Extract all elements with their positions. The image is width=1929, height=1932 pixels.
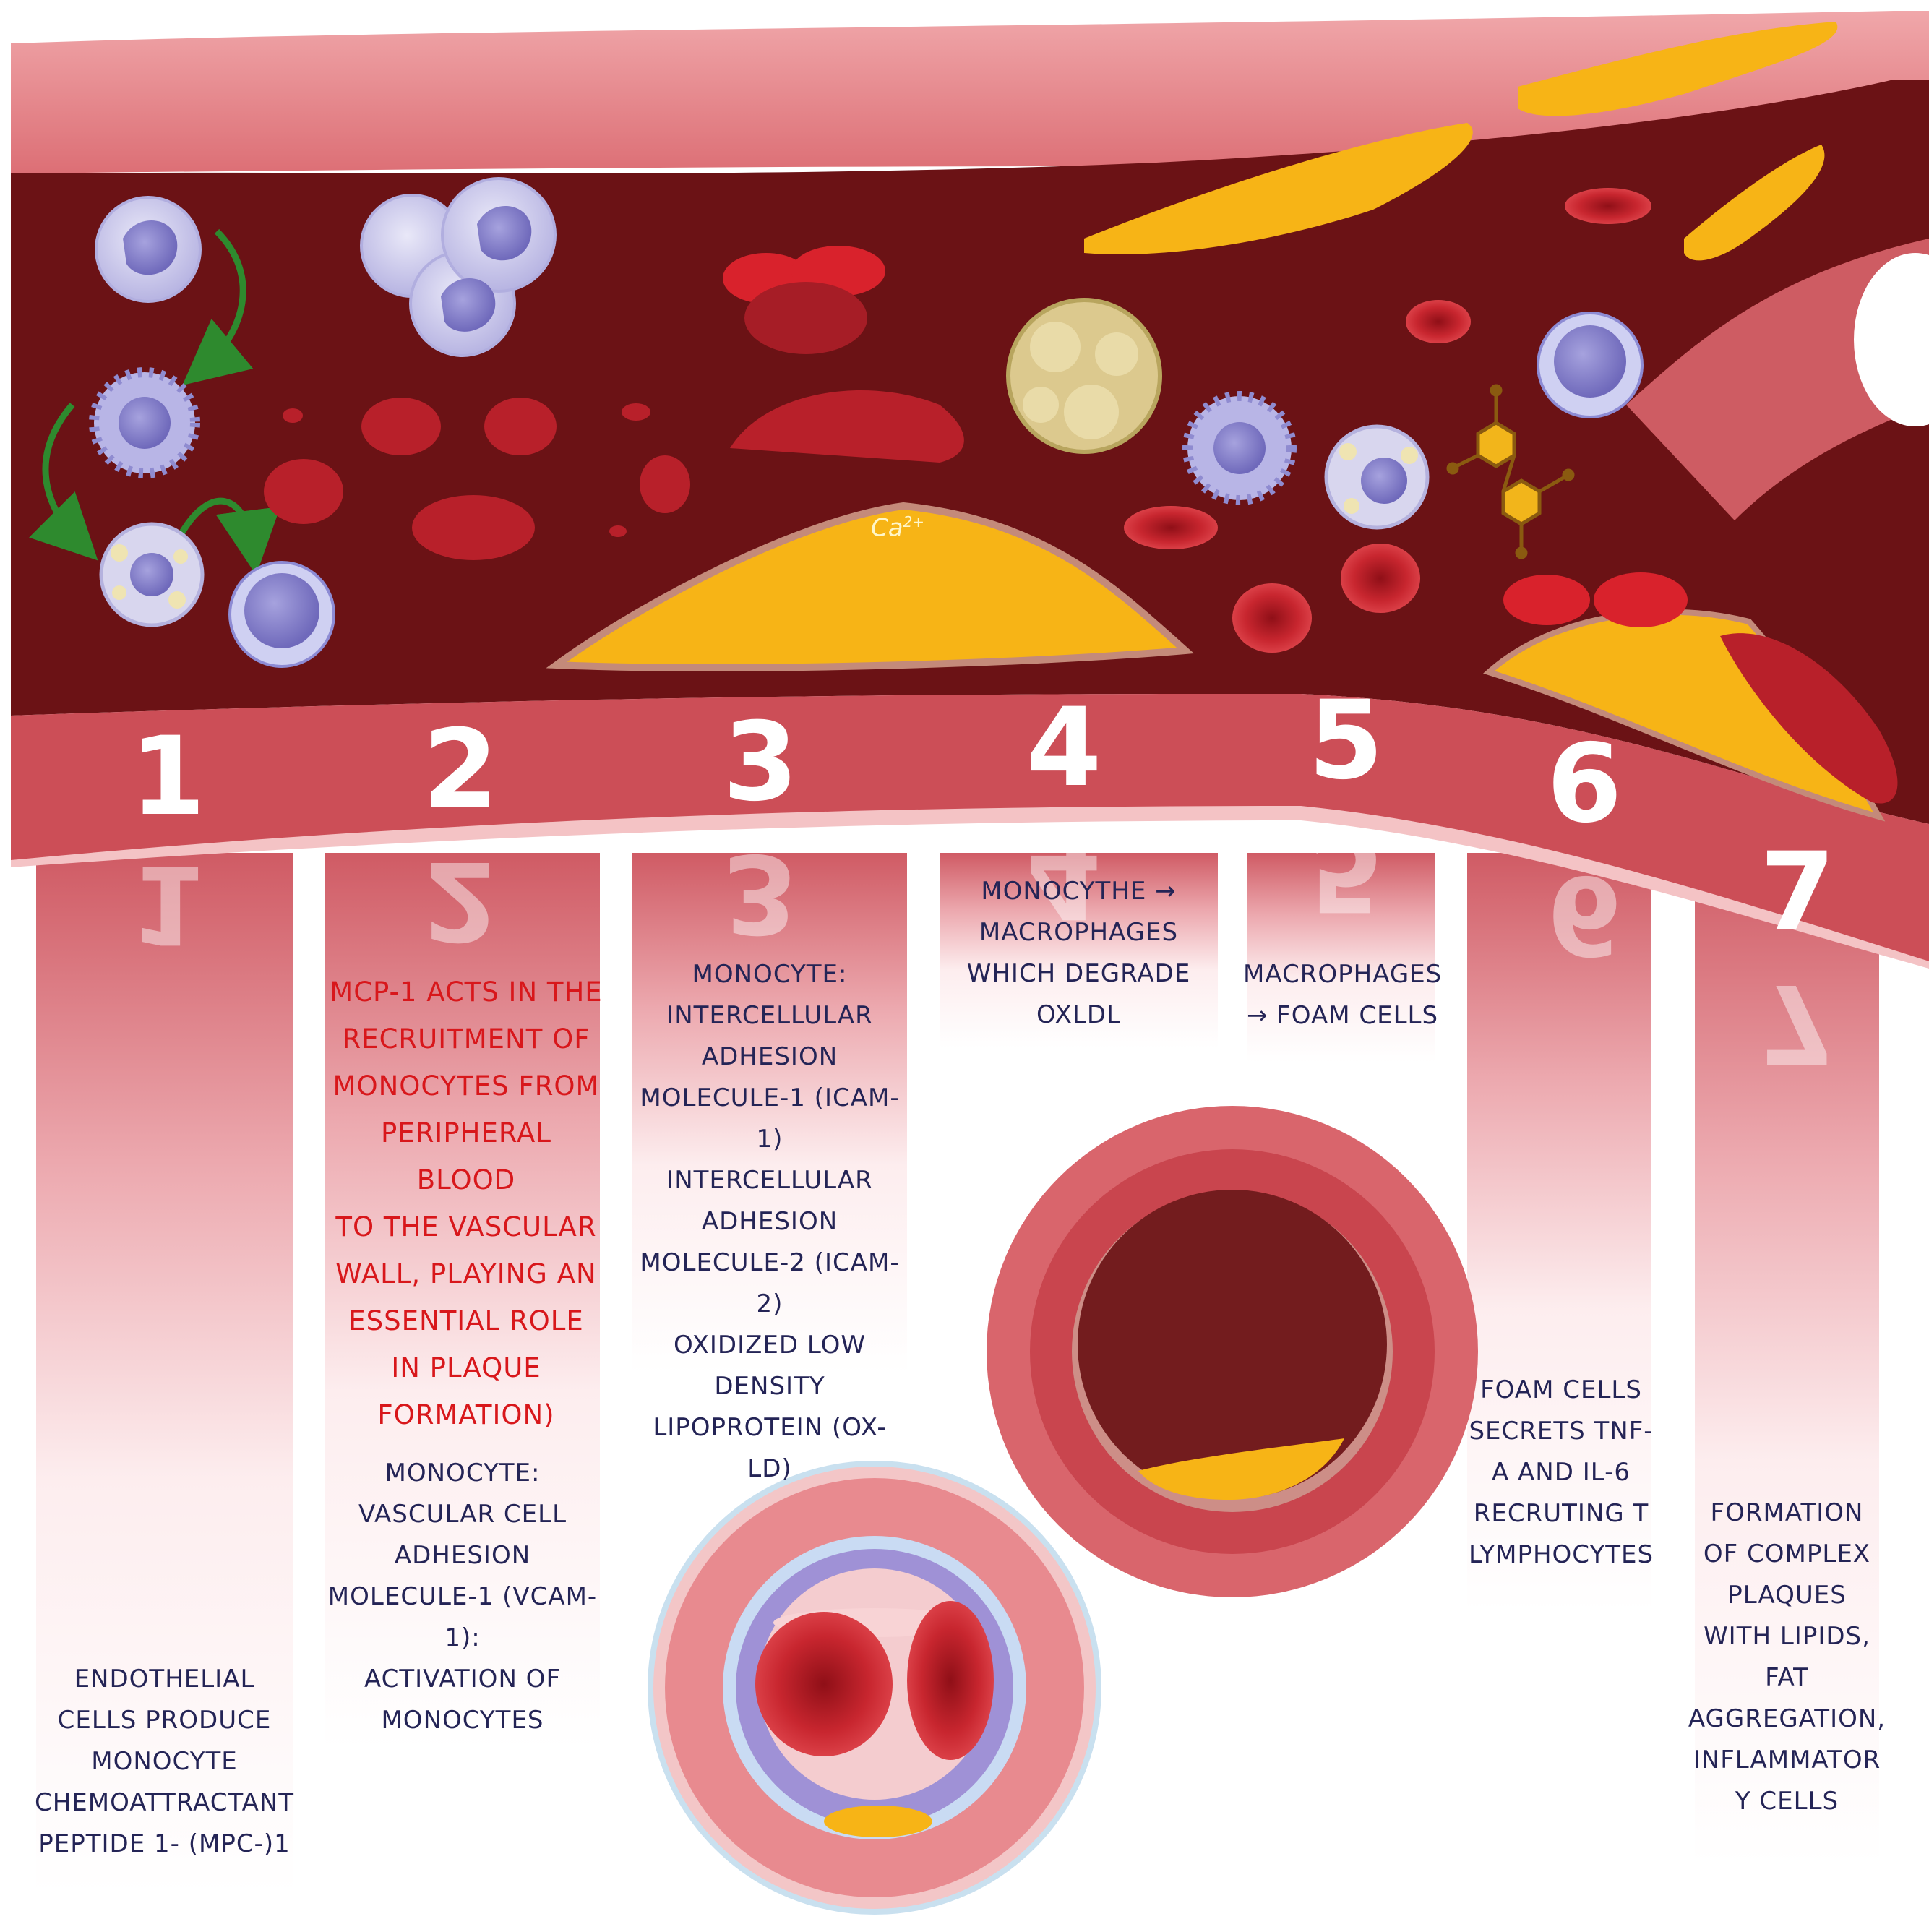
recruitment-arrow-3: [178, 497, 280, 575]
foam-cell-step5: [1324, 424, 1430, 530]
step-3-number-reflection: 3: [723, 830, 799, 956]
upper-plaque-3: [1684, 145, 1825, 261]
step-6-number: 6: [1547, 721, 1623, 847]
thrombus: [723, 246, 964, 463]
artery-cross-section-vessel: [648, 1461, 1101, 1915]
branch-wall: [1626, 239, 1929, 520]
monocyte-cluster: [360, 177, 557, 357]
calcium-ion-label: Ca2+: [871, 513, 925, 543]
step-5-number: 5: [1308, 678, 1384, 804]
step-7-column: [1695, 853, 1879, 1865]
step-3-number: 3: [723, 700, 799, 825]
step-6-number-reflection: 6: [1547, 851, 1623, 977]
lymphocyte-step6: [1537, 312, 1644, 418]
step-5-number-reflection: 5: [1308, 808, 1384, 934]
step-7-number: 7: [1760, 830, 1836, 956]
macrophage-step5: [1182, 391, 1297, 505]
red-blood-cell-icon: [1124, 188, 1688, 653]
artery-cross-section-plaque: [987, 1106, 1478, 1597]
step-2-column: [325, 853, 600, 1749]
recruitment-arrow-2: [28, 403, 98, 561]
platelet-cluster-icon: [264, 398, 690, 560]
lower-artery-wall: [11, 694, 1929, 961]
step-2-number: 2: [423, 707, 499, 833]
step-1-number-reflection: 1: [130, 841, 206, 966]
oxldl-molecule-icon: [1446, 384, 1575, 559]
macrophage-cell-icon: [89, 367, 200, 478]
step-4-number: 4: [1026, 685, 1102, 811]
oxldl-cluster: [1006, 298, 1162, 454]
thrombus-right: [1720, 633, 1898, 804]
monocyte-cell-icon: [95, 196, 202, 303]
lymphocyte-cell-icon: [228, 561, 335, 668]
step-4-column: [940, 853, 1218, 1048]
step-5-column: [1247, 853, 1435, 1062]
branch-opening: [1854, 253, 1929, 426]
step-5-description: MACROPHAGES→ FOAM CELLS: [1243, 960, 1443, 1030]
upper-plaque-1: [1084, 123, 1473, 254]
step-7-number-reflection: 7: [1760, 960, 1836, 1086]
foam-cell-icon: [99, 522, 205, 627]
lower-plaque-calcified: [546, 502, 1195, 671]
step-3-column: [632, 853, 907, 1373]
step-6-column: [1467, 853, 1651, 1612]
recruitment-arrow-1: [182, 228, 254, 386]
step-2-number-reflection: 2: [423, 837, 499, 963]
step-1-column: [36, 853, 293, 1894]
step-1-number: 1: [130, 714, 206, 840]
upper-plaque-2: [1518, 22, 1838, 116]
